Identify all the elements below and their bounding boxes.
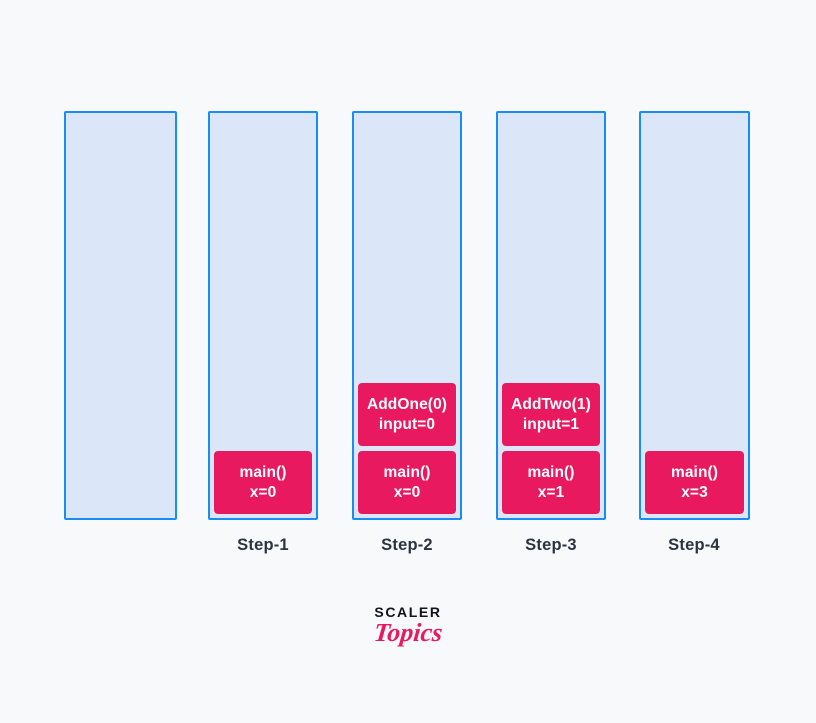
stack-column-step-3: AddTwo(1) input=1 main() x=1 bbox=[496, 111, 606, 520]
frame-line-primary: AddOne(0) bbox=[366, 395, 448, 413]
frame-line-secondary: input=1 bbox=[522, 415, 580, 433]
stack-column-step-1: main() x=0 bbox=[208, 111, 318, 520]
stack-frames-step-1: main() x=0 bbox=[214, 451, 312, 514]
stack-frame-main: main() x=3 bbox=[645, 451, 744, 514]
stack-frame-main: main() x=0 bbox=[214, 451, 312, 514]
step-label-3: Step-3 bbox=[525, 536, 577, 554]
stack-frames-step-2: AddOne(0) input=0 main() x=0 bbox=[358, 383, 456, 514]
frame-line-primary: main() bbox=[670, 463, 719, 481]
frame-line-secondary: x=0 bbox=[393, 483, 421, 501]
frame-line-primary: main() bbox=[383, 463, 431, 481]
step-label-2: Step-2 bbox=[381, 536, 433, 554]
logo-word-scaler: SCALER bbox=[374, 604, 442, 620]
stack-column-0 bbox=[64, 111, 177, 520]
scaler-topics-logo: SCALER Topics bbox=[0, 604, 816, 647]
step-label-1: Step-1 bbox=[237, 536, 289, 554]
stack-column-step-2: AddOne(0) input=0 main() x=0 bbox=[352, 111, 462, 520]
stack-frame-main: main() x=1 bbox=[502, 451, 600, 514]
stack-frame-addtwo: AddTwo(1) input=1 bbox=[502, 383, 600, 446]
frame-line-primary: main() bbox=[527, 463, 575, 481]
frame-line-secondary: x=1 bbox=[537, 483, 565, 501]
stack-column-step-4: main() x=3 bbox=[639, 111, 750, 520]
frame-line-secondary: input=0 bbox=[378, 415, 436, 433]
stack-frame-main: main() x=0 bbox=[358, 451, 456, 514]
step-label-4: Step-4 bbox=[668, 536, 720, 554]
frame-line-primary: AddTwo(1) bbox=[511, 395, 591, 413]
logo-word-topics: Topics bbox=[372, 618, 444, 647]
frame-line-primary: main() bbox=[239, 463, 287, 481]
frame-line-secondary: x=3 bbox=[681, 483, 708, 501]
stack-frame-addone: AddOne(0) input=0 bbox=[358, 383, 456, 446]
stack-frames-step-4: main() x=3 bbox=[645, 451, 744, 514]
stack-frames-step-3: AddTwo(1) input=1 main() x=1 bbox=[502, 383, 600, 514]
frame-line-secondary: x=0 bbox=[249, 483, 277, 501]
